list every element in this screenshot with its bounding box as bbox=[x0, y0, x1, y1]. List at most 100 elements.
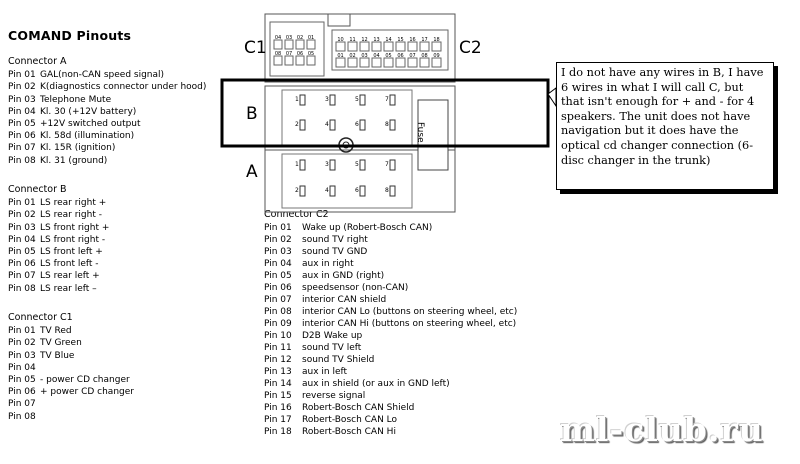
pin-row: Pin 02 sound TV right bbox=[264, 234, 517, 246]
pin-number: Pin 03 bbox=[264, 247, 292, 257]
pin-number-label: 04 bbox=[275, 35, 281, 41]
connector-b-header: Connector B bbox=[8, 184, 67, 195]
pin-number: Pin 07 bbox=[8, 143, 36, 154]
pin-number: Pin 01 bbox=[8, 198, 36, 209]
connector-a-list: Connector A Pin 01 GAL(non-CAN speed sign… bbox=[8, 56, 206, 167]
pin-description: TV Blue bbox=[40, 350, 75, 361]
pin-cavity bbox=[347, 41, 358, 52]
pin-cavity bbox=[407, 41, 418, 52]
pin-description: Robert-Bosch CAN Hi bbox=[302, 427, 396, 437]
cavity-number: 1 bbox=[295, 161, 299, 168]
cavity-number: 4 bbox=[325, 121, 329, 128]
pin-number-label: 15 bbox=[397, 37, 403, 43]
pin-description: sound TV right bbox=[302, 235, 368, 245]
pin-row: Pin 18 Robert-Bosch CAN Hi bbox=[264, 426, 517, 438]
pin-number: Pin 05 bbox=[8, 119, 36, 130]
pin-number: Pin 01 bbox=[264, 223, 292, 233]
pin-number: Pin 08 bbox=[8, 411, 36, 422]
pin-number-label: 07 bbox=[409, 53, 415, 59]
terminal-slot bbox=[359, 185, 366, 197]
terminal-slot bbox=[299, 94, 306, 106]
pin-number-label: 14 bbox=[385, 37, 391, 43]
connector-c2-body bbox=[331, 29, 449, 71]
pin-description: LS rear right + bbox=[40, 198, 107, 209]
pin-number: Pin 15 bbox=[264, 391, 292, 401]
pin-number: Pin 01 bbox=[8, 326, 36, 337]
pin-number: Pin 18 bbox=[264, 427, 292, 437]
pin-row: Pin 04 bbox=[8, 362, 134, 374]
pin-number-label: 03 bbox=[361, 53, 367, 59]
pin-description: TV Green bbox=[40, 338, 82, 349]
pin-cavity bbox=[383, 57, 394, 68]
cavity-number: 6 bbox=[355, 187, 359, 194]
pin-description: GAL(non-CAN speed signal) bbox=[40, 70, 165, 81]
pin-number-label: 07 bbox=[286, 51, 292, 57]
pin-cavity bbox=[419, 41, 430, 52]
pin-cavity bbox=[335, 57, 346, 68]
pin-number: Pin 02 bbox=[8, 338, 36, 349]
pin-number: Pin 04 bbox=[264, 259, 292, 269]
pin-cavity bbox=[419, 57, 430, 68]
pin-description: aux in right bbox=[302, 259, 354, 269]
terminal-slot bbox=[359, 119, 366, 131]
terminal-slot bbox=[299, 159, 306, 171]
pin-number-label: 12 bbox=[361, 37, 367, 43]
pin-cavity bbox=[371, 41, 382, 52]
pin-description: Telephone Mute bbox=[40, 94, 112, 105]
pin-cavity bbox=[359, 57, 370, 68]
pin-number-label: 09 bbox=[433, 53, 439, 59]
pin-number: Pin 07 bbox=[264, 295, 292, 305]
pin-cavity bbox=[431, 57, 442, 68]
connector-a-header: Connector A bbox=[8, 56, 67, 67]
pin-number: Pin 01 bbox=[8, 70, 36, 81]
pin-number-label: 03 bbox=[286, 35, 292, 41]
pin-number: Pin 02 bbox=[264, 235, 292, 245]
pin-number: Pin 03 bbox=[8, 222, 36, 233]
pin-number: Pin 09 bbox=[264, 319, 292, 329]
pin-number-label: 05 bbox=[308, 51, 314, 57]
terminal-slot bbox=[389, 185, 396, 197]
pin-cavity bbox=[273, 55, 283, 66]
pin-number: Pin 08 bbox=[264, 307, 292, 317]
cavity-number: 4 bbox=[325, 187, 329, 194]
pin-number: Pin 04 bbox=[8, 234, 36, 245]
pin-number: Pin 03 bbox=[8, 350, 36, 361]
cavity-number: 1 bbox=[295, 96, 299, 103]
callout-note: I do not have any wires in B, I have 6 w… bbox=[556, 62, 774, 190]
pin-cavity bbox=[347, 57, 358, 68]
cavity-number: 8 bbox=[385, 187, 389, 194]
label-b: B bbox=[246, 104, 258, 124]
cavity-number: 3 bbox=[325, 161, 329, 168]
label-c1: C1 bbox=[244, 38, 267, 58]
connector-c-housing bbox=[264, 13, 456, 83]
pin-cavity bbox=[284, 55, 294, 66]
pin-number: Pin 17 bbox=[264, 415, 292, 425]
connector-c1-header: Connector C1 bbox=[8, 312, 73, 323]
pin-number-label: 04 bbox=[373, 53, 379, 59]
pin-number-label: 06 bbox=[397, 53, 403, 59]
terminal-slot bbox=[329, 185, 336, 197]
pin-description: K(diagnostics connector under hood) bbox=[40, 82, 207, 93]
pin-number-label: 17 bbox=[421, 37, 427, 43]
pin-description: LS rear left – bbox=[40, 283, 97, 294]
pin-row: Pin 07 bbox=[8, 398, 134, 410]
watermark-logo: ml-club.ru bbox=[560, 410, 764, 449]
